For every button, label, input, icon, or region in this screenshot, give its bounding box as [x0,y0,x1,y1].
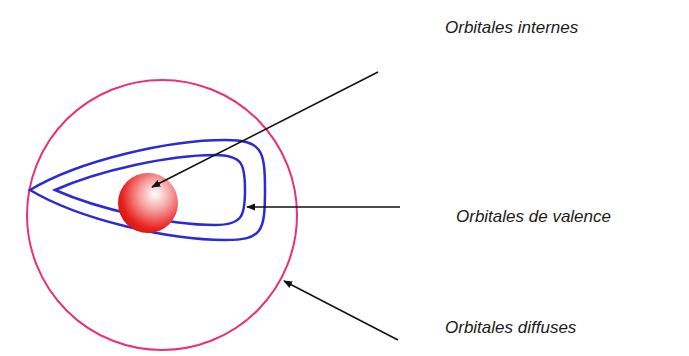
valence-outer [30,140,265,240]
leader-arrow [247,206,400,208]
callout-label: Orbitales de valence [456,207,611,227]
callout-label: Orbitales diffuses [445,318,576,338]
core-sphere [118,173,178,233]
leader-arrow [284,281,398,340]
diffuse-circle [27,80,297,350]
leader-arrow [152,72,378,187]
callout-label: Orbitales internes [445,18,578,38]
